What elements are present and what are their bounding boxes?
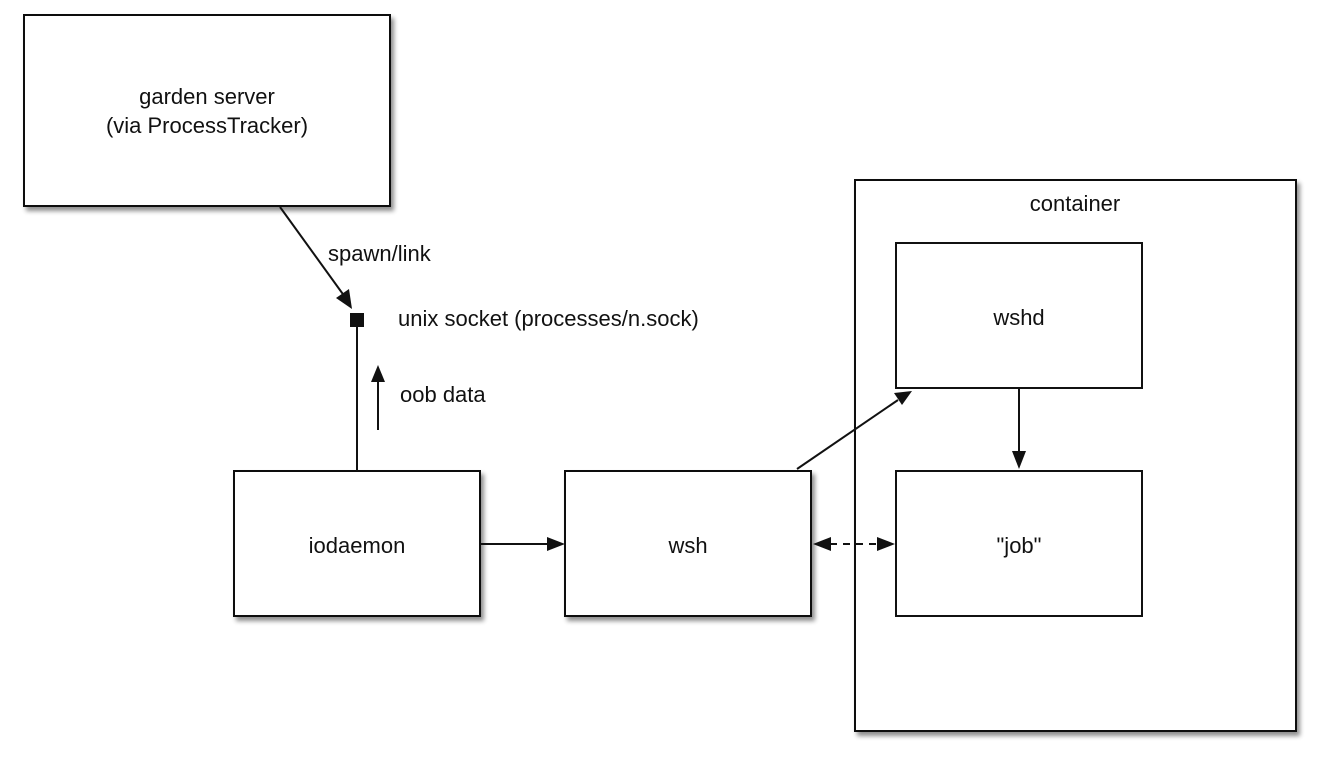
wsh-label: wsh: [667, 533, 707, 558]
oob-data-arrow: [371, 365, 385, 430]
wsh-job-edge: [813, 537, 895, 551]
wsh-node: wsh: [564, 470, 812, 617]
wsh-box: [564, 470, 812, 617]
job-box: [895, 470, 1143, 617]
job-node: "job": [895, 470, 1143, 617]
unix-socket-marker: [350, 313, 364, 327]
oob-data-label: oob data: [400, 382, 486, 407]
oob-data-arrowhead: [371, 365, 385, 382]
job-label: "job": [997, 533, 1042, 558]
wshd-job-arrowhead: [1012, 451, 1026, 469]
spawn-link-arrowhead: [336, 289, 352, 309]
garden-server-label-line2: (via ProcessTracker): [106, 113, 308, 138]
iodaemon-label: iodaemon: [309, 533, 406, 558]
garden-server-box: [23, 14, 391, 207]
wsh-wshd-edge: [796, 391, 912, 470]
garden-server-label-line1: garden server: [139, 84, 275, 109]
wshd-label: wshd: [992, 305, 1044, 330]
wshd-box: [895, 242, 1143, 389]
wsh-job-arrowhead-left: [813, 537, 831, 551]
wshd-node: wshd: [895, 242, 1143, 389]
iodaemon-box: [233, 470, 481, 617]
spawn-link-label: spawn/link: [328, 241, 432, 266]
iodaemon-wsh-edge: [481, 537, 565, 551]
garden-server-node: garden server (via ProcessTracker): [23, 14, 391, 207]
iodaemon-node: iodaemon: [233, 470, 481, 617]
spawn-link-line: [279, 206, 346, 298]
spawn-link-edge: [279, 206, 352, 309]
unix-socket-label: unix socket (processes/n.sock): [398, 306, 699, 331]
container-label: container: [1030, 191, 1121, 216]
wsh-wshd-arrowhead: [894, 391, 912, 405]
wshd-job-edge: [1012, 389, 1026, 469]
wsh-wshd-line: [796, 399, 899, 470]
iodaemon-wsh-arrowhead: [547, 537, 565, 551]
wsh-job-arrowhead-right: [877, 537, 895, 551]
